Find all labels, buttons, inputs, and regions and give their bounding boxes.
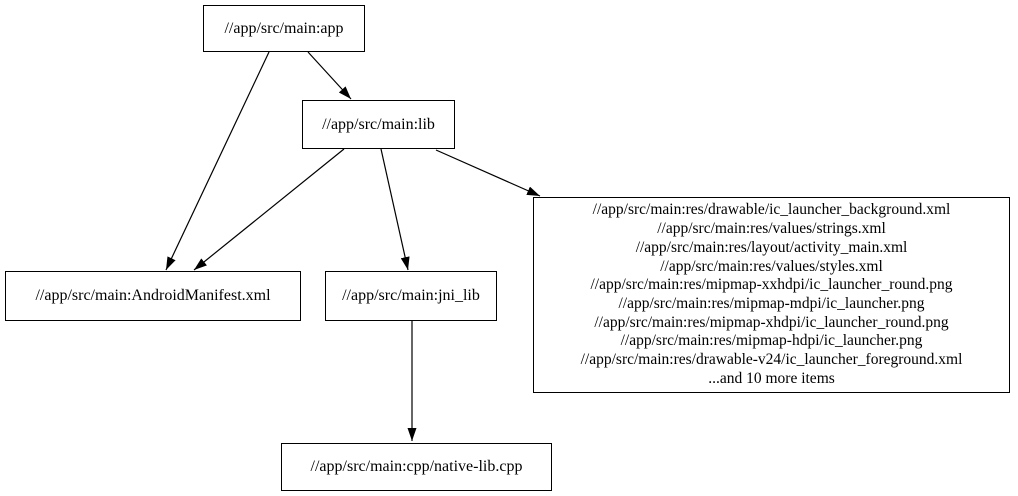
node-label-jni-lib: //app/src/main:jni_lib bbox=[342, 287, 480, 304]
graph-node-app: //app/src/main:app bbox=[203, 5, 365, 52]
node-label-res-line: //app/src/main:res/values/strings.xml bbox=[657, 220, 886, 238]
node-label-res-line: //app/src/main:res/drawable-v24/ic_launc… bbox=[580, 351, 963, 369]
graph-node-lib: //app/src/main:lib bbox=[302, 100, 455, 149]
node-label-res-line: //app/src/main:res/mipmap-xxhdpi/ic_laun… bbox=[590, 276, 953, 294]
node-label-android-manifest: //app/src/main:AndroidManifest.xml bbox=[35, 287, 271, 304]
node-label-res-line: //app/src/main:res/layout/activity_main.… bbox=[635, 238, 908, 256]
node-label-res-line: //app/src/main:res/mipmap-hdpi/ic_launch… bbox=[620, 332, 923, 350]
node-label-res-line: //app/src/main:res/mipmap-mdpi/ic_launch… bbox=[618, 295, 925, 312]
node-label-app: //app/src/main:app bbox=[224, 19, 344, 37]
edge-app-to-manifest bbox=[165, 51, 270, 271]
node-label-res-line: ...and 10 more items bbox=[708, 369, 835, 387]
graph-node-native-lib-cpp: //app/src/main:cpp/native-lib.cpp bbox=[281, 443, 552, 491]
node-label-res-line: //app/src/main:res/mipmap-xhdpi/ic_launc… bbox=[594, 313, 949, 331]
node-label-res-line: //app/src/main:res/values/styles.xml bbox=[660, 257, 883, 275]
edge-lib-to-res bbox=[435, 149, 541, 197]
node-label-res-line: //app/src/main:res/drawable/ic_launcher_… bbox=[592, 201, 951, 219]
edge-lib-to-manifest bbox=[193, 148, 345, 271]
edge-lib-to-jni_lib bbox=[380, 148, 410, 271]
node-label-native-lib-cpp: //app/src/main:cpp/native-lib.cpp bbox=[310, 458, 523, 475]
node-label-lib: //app/src/main:lib bbox=[322, 115, 435, 133]
edge-app-to-lib bbox=[307, 51, 352, 100]
graph-node-res-files: //app/src/main:res/drawable/ic_launcher_… bbox=[533, 197, 1010, 393]
graph-node-android-manifest: //app/src/main:AndroidManifest.xml bbox=[5, 271, 301, 321]
graph-node-jni-lib: //app/src/main:jni_lib bbox=[325, 271, 497, 321]
